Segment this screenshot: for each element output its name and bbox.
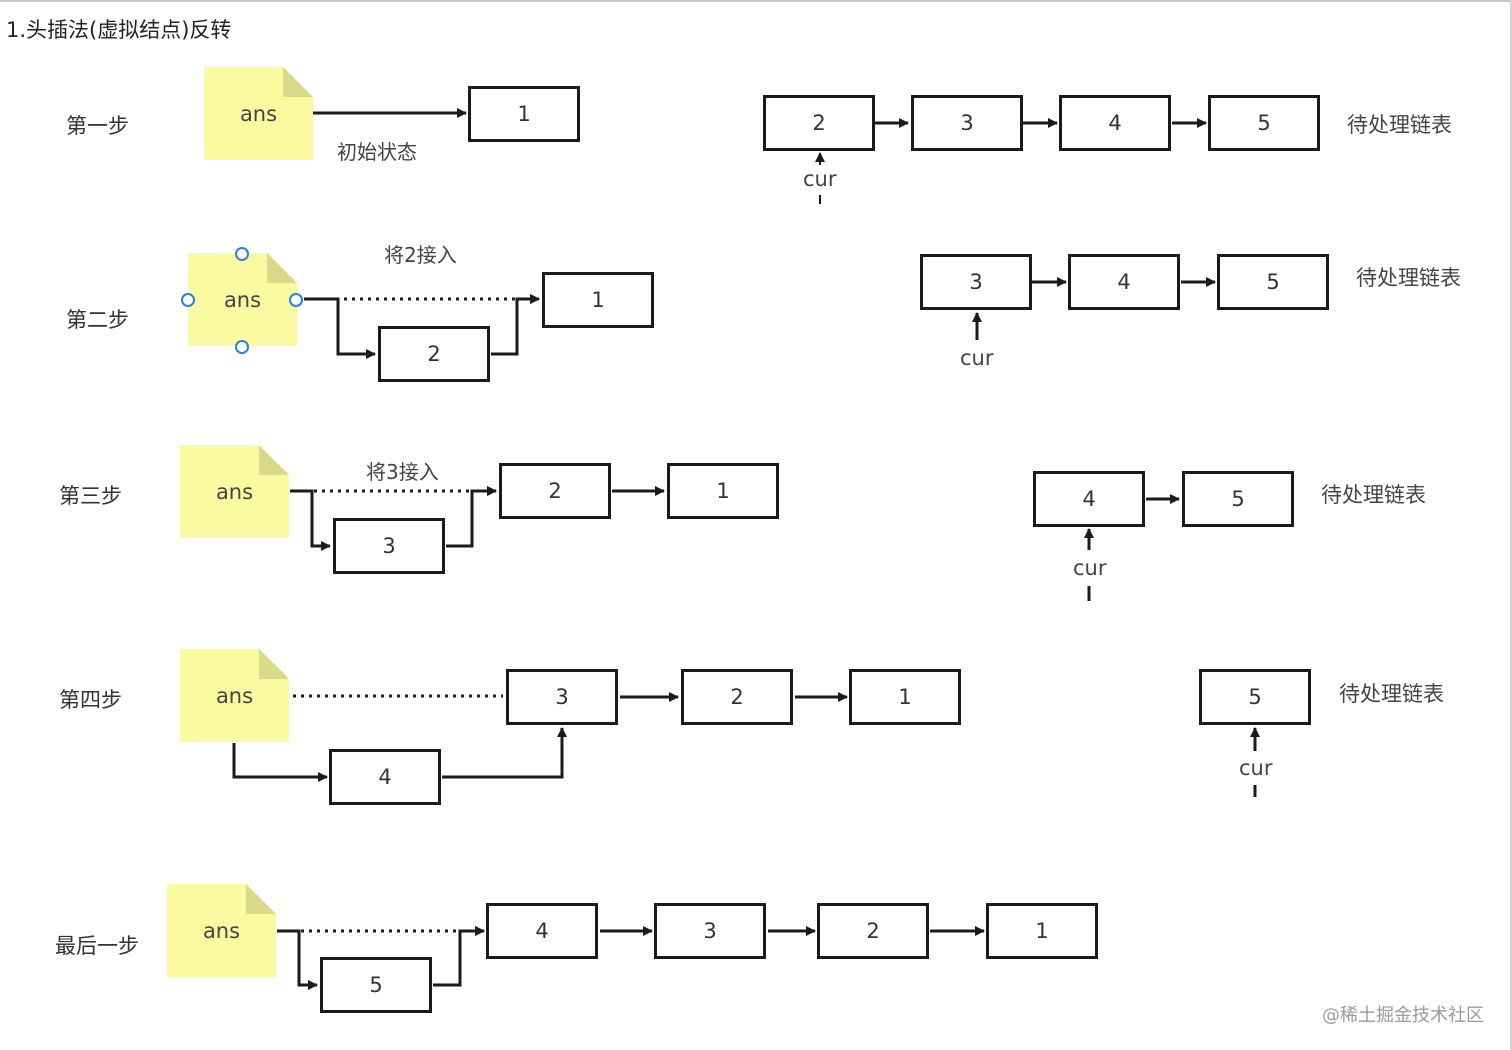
pending-node[interactable]: 5 <box>1182 471 1294 527</box>
selection-handle-right[interactable] <box>289 293 303 307</box>
step-label: 第一步 <box>66 114 129 138</box>
step-label: 第三步 <box>59 484 122 508</box>
pending-node[interactable]: 4 <box>1059 95 1171 151</box>
ans-to-node5-link <box>277 929 318 990</box>
node3-to-node2-link <box>446 486 497 548</box>
inserting-node[interactable]: 4 <box>329 749 441 805</box>
step-label: 第四步 <box>59 688 122 712</box>
result-node[interactable]: 3 <box>506 669 618 725</box>
sticky-note-ans[interactable]: ans <box>180 445 289 538</box>
cur-label: cur <box>803 167 837 191</box>
pending-node[interactable]: 4 <box>1033 471 1145 527</box>
result-node[interactable]: 1 <box>667 463 779 519</box>
pending-list-label: 待处理链表 <box>1339 682 1444 706</box>
result-node[interactable]: 1 <box>468 86 580 142</box>
page-title: 1.头插法(虚拟结点)反转 <box>6 18 232 42</box>
result-node[interactable]: 1 <box>986 903 1098 959</box>
step-label: 最后一步 <box>55 934 139 958</box>
sticky-note-ans-selected[interactable]: ans <box>188 253 297 346</box>
result-node[interactable]: 3 <box>654 903 766 959</box>
watermark: @稀土掘金技术社区 <box>1322 1005 1484 1026</box>
note-fold <box>267 253 297 283</box>
pending-list-label: 待处理链表 <box>1321 483 1426 507</box>
cur-label: cur <box>1239 756 1273 780</box>
ans-to-node4-link <box>232 743 328 782</box>
inserting-node[interactable]: 3 <box>333 518 445 574</box>
selection-handle-left[interactable] <box>181 293 195 307</box>
result-node[interactable]: 1 <box>542 272 654 328</box>
ans-to-node3-link <box>290 489 331 551</box>
step-annotation: 将2接入 <box>384 243 457 267</box>
step-annotation: 初始状态 <box>337 140 417 164</box>
result-node[interactable]: 4 <box>486 903 598 959</box>
note-label: ans <box>239 101 278 126</box>
inserting-node[interactable]: 5 <box>320 957 432 1013</box>
note-fold <box>259 649 289 679</box>
pending-node[interactable]: 4 <box>1068 254 1180 310</box>
node2-to-node1-link <box>491 294 540 356</box>
note-label: ans <box>215 479 254 504</box>
sticky-note-ans[interactable]: ans <box>204 67 313 160</box>
sticky-note-ans[interactable]: ans <box>180 649 289 742</box>
frame-right-border <box>1510 0 1512 1050</box>
node4-to-node3-link <box>442 727 567 779</box>
result-node[interactable]: 2 <box>499 463 611 519</box>
pending-node[interactable]: 5 <box>1217 254 1329 310</box>
note-label: ans <box>215 683 254 708</box>
cur-label: cur <box>1073 556 1107 580</box>
selection-handle-top[interactable] <box>235 247 249 261</box>
note-label: ans <box>223 287 262 312</box>
step-annotation: 将3接入 <box>366 460 439 484</box>
node5-to-node4-link <box>433 926 485 987</box>
pending-list-label: 待处理链表 <box>1347 113 1452 137</box>
note-fold <box>283 67 313 97</box>
pending-node[interactable]: 5 <box>1208 95 1320 151</box>
pending-node[interactable]: 3 <box>920 254 1032 310</box>
result-node[interactable]: 2 <box>817 903 929 959</box>
note-fold <box>246 884 276 914</box>
pending-node[interactable]: 2 <box>763 95 875 151</box>
frame-top-border <box>0 0 1512 2</box>
pending-node[interactable]: 5 <box>1199 669 1311 725</box>
result-node[interactable]: 2 <box>681 669 793 725</box>
sticky-note-ans[interactable]: ans <box>167 884 276 977</box>
note-label: ans <box>202 918 241 943</box>
note-fold <box>259 445 289 475</box>
cur-label: cur <box>960 346 994 370</box>
step-label: 第二步 <box>66 308 129 332</box>
ans-to-node2-link <box>304 297 376 359</box>
pending-node[interactable]: 3 <box>911 95 1023 151</box>
inserting-node[interactable]: 2 <box>378 326 490 382</box>
result-node[interactable]: 1 <box>849 669 961 725</box>
selection-handle-bottom[interactable] <box>235 340 249 354</box>
pending-list-label: 待处理链表 <box>1356 266 1461 290</box>
